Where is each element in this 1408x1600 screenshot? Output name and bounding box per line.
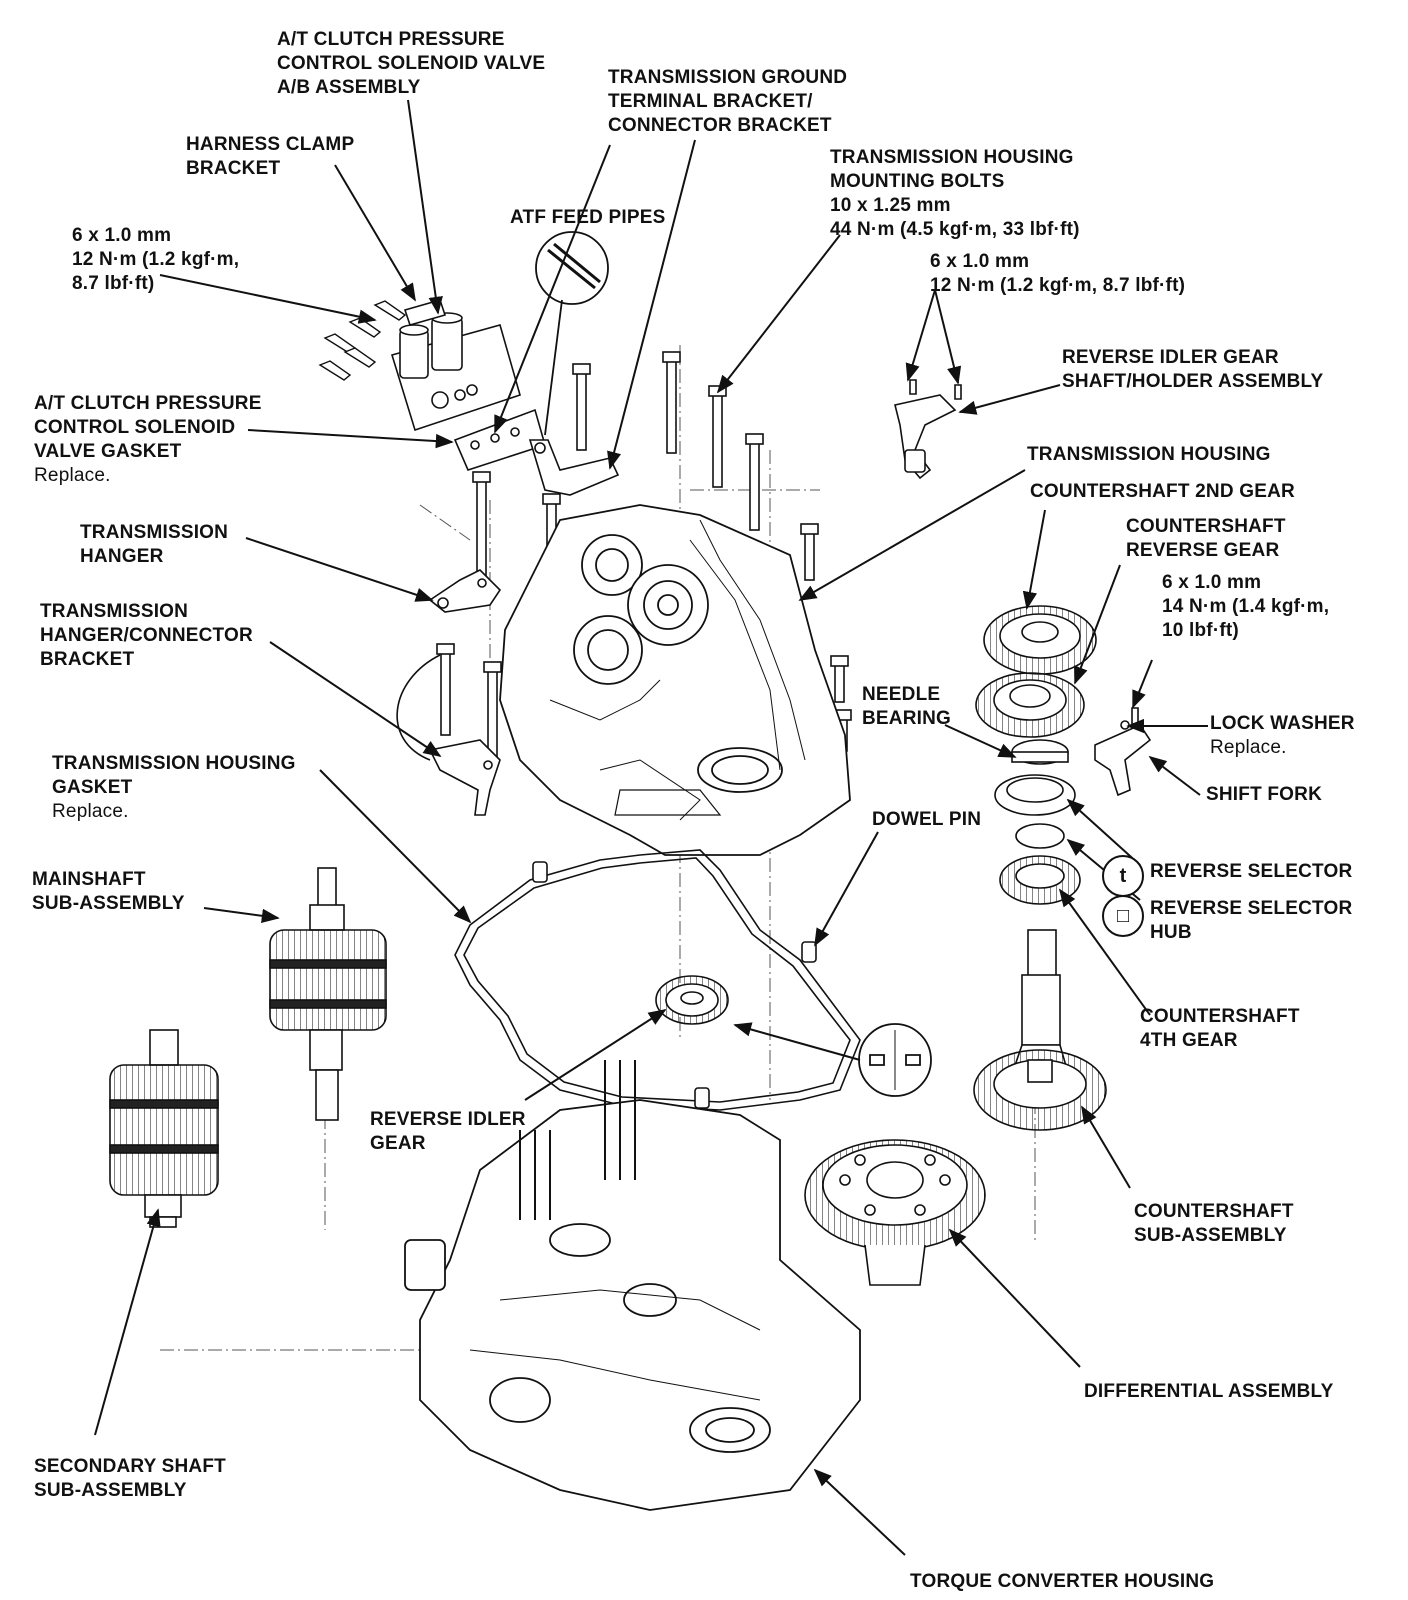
differential-shape <box>804 1139 986 1286</box>
transmission-housing-shape <box>499 504 851 856</box>
solenoid-valve-assembly <box>390 299 521 432</box>
reverse-idler-shaft-shape <box>894 379 962 480</box>
torque-converter-housing-shape <box>404 1060 861 1511</box>
secondary-shaft-shape <box>109 1029 219 1228</box>
label-shift-fork: SHIFT FORK <box>1206 784 1322 805</box>
label-dowel-pin: DOWEL PIN <box>872 809 982 830</box>
reverse-idler-gear-shape <box>655 975 729 1025</box>
countershaft-shape <box>973 929 1107 1131</box>
dowel-pins <box>532 861 817 1109</box>
leader-lines <box>94 99 1208 1556</box>
small-bolts <box>318 300 407 381</box>
label-torque-converter-housing: TORQUE CONVERTER HOUSING <box>910 1571 1215 1592</box>
label-differential-assembly: DIFFERENTIAL ASSEMBLY <box>1084 1381 1334 1402</box>
reverse-selector-hub-symbol-icon: □ <box>1102 895 1144 937</box>
mainshaft-shape <box>269 867 387 1121</box>
reverse-selector-symbol-icon: t <box>1102 855 1144 897</box>
label-reverse-selector: REVERSE SELECTOR <box>1150 861 1353 882</box>
atf-pipes-circle <box>535 231 609 436</box>
hanger-shapes <box>396 569 502 816</box>
bearing-symbol-circle <box>858 1023 932 1097</box>
housing-gasket-shape <box>454 849 861 1111</box>
label-atf-feed-pipes: ATF FEED PIPES <box>510 207 666 228</box>
label-countershaft-2nd-gear: COUNTERSHAFT 2ND GEAR <box>1030 481 1295 502</box>
countershaft-gears-shapes <box>975 605 1152 905</box>
label-transmission-housing: TRANSMISSION HOUSING <box>1027 444 1271 465</box>
ground-bracket-shape <box>528 439 620 496</box>
